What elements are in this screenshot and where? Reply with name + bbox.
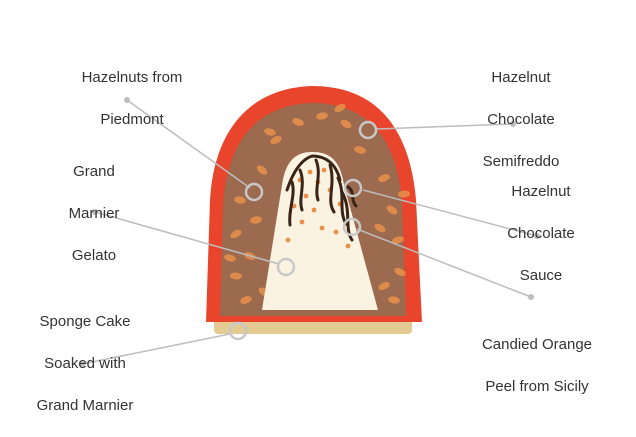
label-gelato: Grand Marnier Gelato bbox=[44, 140, 144, 287]
hazelnut-piece bbox=[386, 205, 398, 215]
label-line: Grand bbox=[73, 163, 115, 180]
dot-gelato bbox=[92, 209, 98, 215]
hazelnut-piece bbox=[378, 174, 390, 182]
hazelnut-piece bbox=[250, 216, 262, 224]
callout-markers bbox=[228, 120, 378, 341]
label-line: Grand Marnier bbox=[36, 397, 134, 414]
marker-semifreddo bbox=[358, 120, 378, 140]
hazelnut-piece bbox=[256, 165, 268, 175]
label-hazelnuts: Hazelnuts from Piedmont bbox=[52, 46, 212, 151]
orange-speck bbox=[307, 169, 313, 175]
hazelnut-piece bbox=[354, 146, 366, 154]
hazelnut-piece bbox=[264, 128, 276, 136]
label-line: Semifreddo bbox=[482, 153, 560, 170]
leader-hazelnuts bbox=[126, 99, 251, 189]
hazelnut-piece bbox=[234, 196, 246, 204]
hazelnut-piece bbox=[224, 254, 236, 262]
hazelnut-piece bbox=[378, 281, 390, 291]
hazelnut-pieces bbox=[224, 103, 410, 304]
hazelnut-piece bbox=[230, 229, 242, 239]
dessert-illustration bbox=[79, 86, 540, 367]
hazelnut-piece bbox=[240, 296, 252, 304]
label-line: Chocolate bbox=[487, 111, 555, 128]
orange-speck bbox=[311, 207, 317, 213]
dessert-cross-section-diagram: Hazelnuts from Piedmont Hazelnut Chocola… bbox=[37, 46, 612, 418]
leader-orange bbox=[356, 228, 532, 298]
hazelnut-piece bbox=[270, 135, 282, 145]
marker-hazelnuts bbox=[244, 182, 264, 202]
label-line: Sponge Cake bbox=[39, 313, 131, 330]
orange-speck bbox=[319, 225, 325, 231]
hazelnut-piece bbox=[374, 223, 386, 233]
orange-speck bbox=[333, 229, 339, 235]
hazelnut-piece bbox=[340, 119, 352, 129]
hazelnut-piece bbox=[388, 296, 400, 304]
marker-sponge bbox=[228, 321, 248, 341]
label-line: Chocolate bbox=[507, 225, 575, 242]
dot-semifreddo bbox=[510, 121, 516, 127]
label-sponge: Sponge Cake Soaked with Grand Marnier bbox=[20, 290, 150, 437]
label-sauce: Hazelnut Chocolate Sauce bbox=[486, 160, 596, 307]
hazelnut-piece bbox=[230, 272, 242, 280]
leader-sponge bbox=[81, 333, 231, 365]
orange-speck bbox=[303, 193, 309, 199]
marker-gelato bbox=[276, 257, 296, 277]
label-line: Hazelnut bbox=[511, 183, 571, 200]
label-semifreddo: Hazelnut Chocolate Semifreddo bbox=[456, 46, 586, 193]
gelato-core bbox=[262, 152, 378, 310]
hazelnut-piece bbox=[316, 112, 328, 120]
label-line: Peel from Sicily bbox=[485, 378, 589, 395]
dot-orange bbox=[528, 294, 534, 300]
dot-sauce bbox=[534, 233, 540, 239]
orange-speck bbox=[321, 167, 327, 173]
hazelnut-piece bbox=[392, 236, 404, 244]
marker-orange bbox=[342, 217, 362, 237]
leader-sauce bbox=[362, 189, 538, 237]
label-orange: Candied Orange Peel from Sicily bbox=[462, 313, 612, 418]
label-line: Sauce bbox=[519, 267, 563, 284]
label-line: Hazelnuts from bbox=[81, 69, 183, 86]
leader-semifreddo bbox=[375, 123, 514, 130]
dot-hazelnuts bbox=[124, 97, 130, 103]
dot-sponge bbox=[79, 361, 85, 367]
leader-lines bbox=[81, 99, 538, 365]
hazelnut-piece bbox=[292, 118, 304, 126]
orange-speck bbox=[299, 219, 305, 225]
orange-speck bbox=[345, 243, 351, 249]
label-line: Piedmont bbox=[100, 111, 164, 128]
hazelnut-piece bbox=[398, 190, 410, 198]
marker-sauce bbox=[343, 178, 363, 198]
label-line: Hazelnut bbox=[491, 69, 551, 86]
hazelnut-piece bbox=[394, 267, 406, 277]
orange-speck bbox=[285, 237, 291, 243]
label-line: Candied Orange bbox=[481, 336, 593, 353]
leader-end-dots bbox=[79, 97, 540, 367]
label-line: Gelato bbox=[71, 247, 117, 264]
leader-gelato bbox=[94, 211, 280, 265]
label-line: Soaked with bbox=[44, 355, 126, 372]
label-line: Marnier bbox=[68, 205, 120, 222]
hazelnut-piece bbox=[334, 103, 346, 113]
